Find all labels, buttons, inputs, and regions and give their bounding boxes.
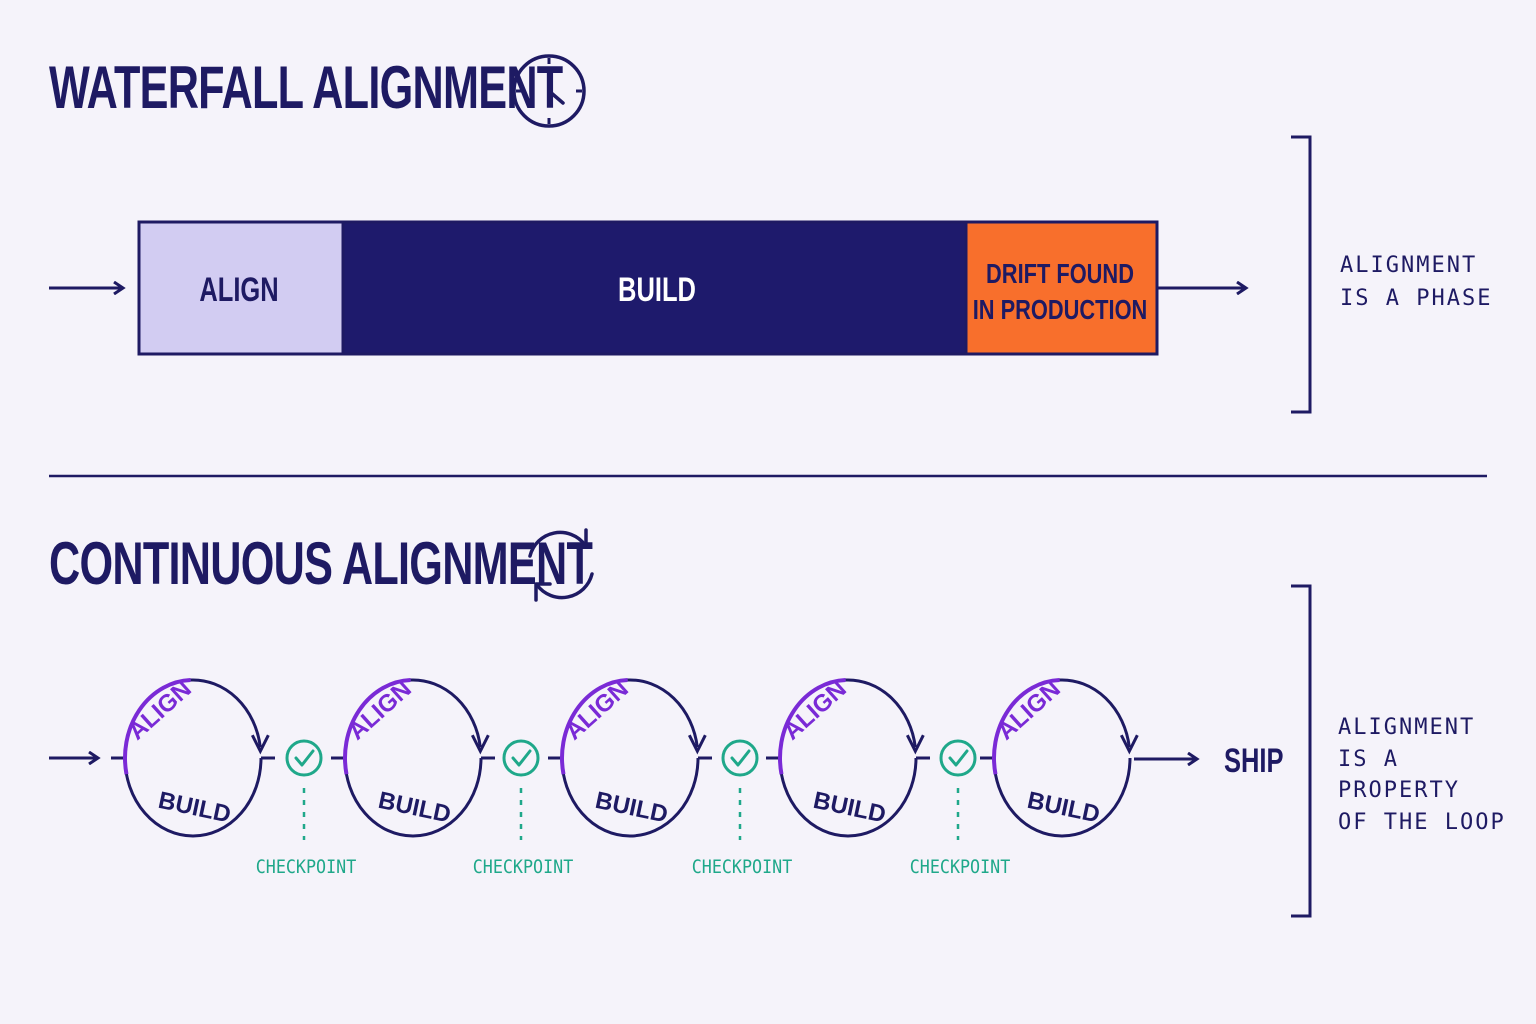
loop-build-label: BUILD [156, 787, 233, 829]
loop-build-label: BUILD [811, 787, 888, 829]
checkpoint-check-icon [502, 739, 540, 777]
loop-1: ALIGN BUILD [111, 675, 275, 838]
loop-align-label: ALIGN [123, 675, 197, 745]
checkpoint-3: CHECKPOINT [692, 739, 793, 878]
waterfall-note-line-1: ALIGNMENT [1340, 253, 1478, 278]
loop-align-arc [560, 678, 628, 775]
loop-align-label: ALIGN [778, 675, 852, 745]
loop-return-arc [627, 678, 699, 748]
waterfall-label-build: BUILD [618, 272, 696, 309]
loop-align-label: ALIGN [343, 675, 417, 745]
waterfall-segment-drift [964, 220, 1159, 356]
checkpoint-label: CHECKPOINT [256, 856, 357, 878]
waterfall-note-line-2: IS A PHASE [1340, 286, 1493, 311]
checkmark [294, 749, 315, 767]
checkpoint-check-icon [939, 739, 977, 777]
loop-5: ALIGN BUILD [980, 675, 1139, 838]
loop-arrowhead [687, 734, 707, 755]
checkpoint-label: CHECKPOINT [473, 856, 574, 878]
loop-return-arc [410, 678, 482, 748]
waterfall-label-drift-1: DRIFT FOUND [986, 258, 1134, 289]
loop-align-label: ALIGN [560, 675, 634, 745]
continuous-bracket [1291, 584, 1312, 918]
loop-build-arc [560, 757, 700, 838]
checkmark [730, 749, 751, 767]
loop-align-arc [343, 678, 411, 775]
loop-arrowhead [1119, 734, 1139, 755]
loop-build-arc [778, 757, 918, 838]
waterfall-bar: ALIGN BUILD DRIFT FOUND IN PRODUCTION [137, 220, 1159, 356]
ship-label: SHIP [1224, 743, 1284, 780]
waterfall-title: WATERFALL ALIGNMENT [49, 54, 563, 121]
loop-3: ALIGN BUILD [548, 675, 712, 838]
loop-align-arc [778, 678, 846, 775]
continuous-note-line-2: IS A PROPERTY [1338, 746, 1460, 804]
loop-return-arc [190, 678, 262, 748]
waterfall-note: ALIGNMENT IS A PHASE [1340, 249, 1492, 315]
loop-arrowhead [905, 734, 925, 755]
loop-return-arc [845, 678, 917, 748]
continuous-note-line-3: OF THE LOOP [1338, 809, 1506, 835]
loop-arrowhead [470, 734, 490, 755]
continuous-note-line-1: ALIGNMENT [1338, 715, 1476, 740]
checkmark [948, 749, 969, 767]
checkpoint-2: CHECKPOINT [473, 739, 574, 878]
waterfall-bracket [1291, 135, 1312, 414]
loop-build-label: BUILD [1025, 787, 1102, 829]
loop-build-arc [123, 757, 263, 838]
loop-align-arc [123, 678, 191, 775]
checkpoint-1: CHECKPOINT [256, 739, 357, 878]
checkpoint-4: CHECKPOINT [910, 739, 1011, 878]
continuous-note: ALIGNMENT IS A PROPERTY OF THE LOOP [1338, 712, 1536, 838]
continuous-title: CONTINUOUS ALIGNMENT [49, 530, 593, 597]
loop-build-arc [343, 757, 483, 838]
loop-build-arc [992, 757, 1132, 838]
loop-4: ALIGN BUILD [766, 675, 930, 838]
loop-align-arc [992, 678, 1060, 775]
checkpoint-check-icon [285, 739, 323, 777]
loop-arrowhead [250, 734, 270, 755]
loop-build-label: BUILD [376, 787, 453, 829]
waterfall-label-drift-2: IN PRODUCTION [973, 294, 1148, 325]
loop-return-arc [1059, 678, 1131, 748]
clock-icon [512, 54, 586, 128]
checkpoint-label: CHECKPOINT [692, 856, 793, 878]
checkpoint-check-icon [721, 739, 759, 777]
checkmark [511, 749, 532, 767]
refresh-cycle-icon [528, 528, 594, 602]
loop-2: ALIGN BUILD [331, 675, 495, 838]
waterfall-segment-align [137, 220, 345, 356]
checkpoint-label: CHECKPOINT [910, 856, 1011, 878]
waterfall-label-align: ALIGN [199, 272, 278, 309]
loop-build-label: BUILD [593, 787, 670, 829]
loops-group: ALIGN BUILD ALIGN BUILD ALIGN BUILD ALIGN BUILD… [111, 675, 1139, 878]
loop-align-label: ALIGN [992, 675, 1066, 745]
